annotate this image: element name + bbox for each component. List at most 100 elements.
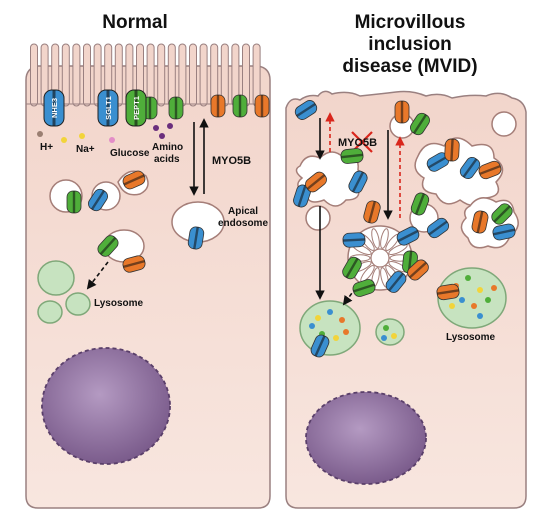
lysosome-cargo xyxy=(339,317,345,323)
transporter-protein xyxy=(492,223,516,241)
transporter-protein xyxy=(436,283,460,301)
transporter-protein xyxy=(66,190,82,214)
transporter-protein xyxy=(305,171,327,193)
microvillus xyxy=(72,43,81,107)
mvid-nucleus xyxy=(305,391,427,485)
transporter-protein xyxy=(471,210,489,234)
transporter-protein xyxy=(210,94,226,118)
mvb-lamella xyxy=(371,228,380,249)
microvillus xyxy=(157,43,166,107)
title-mvid-line2: inclusion xyxy=(368,34,452,55)
transporter-protein xyxy=(340,148,364,164)
label-hplus: H+ xyxy=(40,142,53,153)
transporter-protein xyxy=(122,255,146,273)
glucose-molecule xyxy=(109,137,115,143)
lysosome-cargo xyxy=(343,329,349,335)
lysosome-cargo xyxy=(477,287,483,293)
amino-acid xyxy=(159,133,165,139)
transporter-protein xyxy=(394,100,410,124)
microvillus xyxy=(30,43,38,107)
transporter-protein xyxy=(122,170,146,190)
transporter-protein xyxy=(348,170,368,194)
mvb-lamella xyxy=(380,228,389,249)
lysosome-cargo xyxy=(391,333,397,339)
transporter-layer: NHE3 SGLT1 PEPT1 xyxy=(43,89,516,358)
lysosome xyxy=(375,318,405,346)
degradation-arrow xyxy=(342,281,361,306)
transporter-protein xyxy=(310,334,330,358)
lysosome-cargo xyxy=(333,335,339,341)
lysosome xyxy=(37,260,75,296)
lysosome-cargo xyxy=(471,303,477,309)
microvillus xyxy=(83,43,91,107)
lysosome-cargo xyxy=(449,303,455,309)
label-apical-line1: Apical xyxy=(228,206,258,217)
lysosome-cargo xyxy=(327,309,333,315)
lysosome-cargo xyxy=(383,325,389,331)
transporter-protein xyxy=(88,188,108,212)
transporter-protein xyxy=(426,217,450,239)
title-normal: Normal xyxy=(102,12,168,33)
amino-acid xyxy=(167,123,173,129)
microvillus xyxy=(178,43,187,107)
transporter-label: PEPT1 xyxy=(132,96,141,120)
sodium-ion xyxy=(61,137,67,143)
normal-nucleus xyxy=(41,347,171,465)
transporter-protein xyxy=(168,96,184,120)
label-apical-line2: endosome xyxy=(218,218,268,229)
transporter-label: NHE3 xyxy=(50,98,59,118)
lysosome-cargo xyxy=(459,297,465,303)
named-transporter: SGLT1 xyxy=(97,89,119,127)
title-mvid-line1: Microvillous xyxy=(354,12,466,33)
transporter-protein xyxy=(385,271,407,293)
transporter-protein xyxy=(459,156,481,180)
transporter-protein xyxy=(232,94,248,118)
lysosome-cargo xyxy=(465,275,471,281)
lysosome xyxy=(437,267,507,329)
label-lysosome-mvid: Lysosome xyxy=(446,332,496,343)
transporter-protein xyxy=(294,100,318,120)
lysosome xyxy=(65,292,91,316)
mvb-lamella xyxy=(388,243,408,256)
transporter-protein xyxy=(410,112,430,136)
lysosome xyxy=(37,300,63,324)
named-transporter: NHE3 xyxy=(43,89,65,127)
label-sodium: Na+ xyxy=(76,144,95,155)
microvillus xyxy=(61,43,70,107)
amino-acid xyxy=(153,125,159,131)
transporter-protein xyxy=(491,203,513,225)
transporter-protein xyxy=(342,256,362,280)
lysosome-cargo xyxy=(491,285,497,291)
label-lysosome-normal: Lysosome xyxy=(94,298,144,309)
degradation-arrow xyxy=(86,261,109,290)
transporter-protein xyxy=(410,192,430,216)
label-amino-line2: acids xyxy=(154,154,180,165)
normal-organelles xyxy=(37,118,225,324)
microvillus xyxy=(114,43,123,107)
transporter-protein xyxy=(97,235,119,257)
label-glucose: Glucose xyxy=(110,148,150,159)
endosome-vesicle xyxy=(305,205,331,231)
transporter-protein xyxy=(352,279,376,297)
title-mvid-line3: disease (MVID) xyxy=(342,56,478,77)
label-myo5b-mvid: MYO5B xyxy=(338,137,377,149)
hplus-ion xyxy=(37,131,43,137)
title-mvid: Microvillous inclusion disease (MVID) xyxy=(300,12,520,78)
label-amino-line1: Amino xyxy=(152,142,183,153)
microvillus xyxy=(189,43,197,107)
transporter-protein xyxy=(407,259,429,281)
transporter-protein xyxy=(342,232,366,248)
lysosome-cargo xyxy=(315,315,321,321)
transporter-protein xyxy=(396,226,420,246)
label-myo5b-normal: MYO5B xyxy=(212,155,251,167)
transporter-protein xyxy=(363,200,381,224)
lysosome-cargo xyxy=(485,297,491,303)
transporter-protein xyxy=(254,94,270,118)
named-transporter: PEPT1 xyxy=(125,89,147,127)
microvillus-inclusion xyxy=(295,151,365,207)
lysosome-cargo xyxy=(381,335,387,341)
transporter-label: SGLT1 xyxy=(104,96,113,120)
transporter-protein xyxy=(478,160,502,180)
endosome-vesicle xyxy=(491,111,517,137)
